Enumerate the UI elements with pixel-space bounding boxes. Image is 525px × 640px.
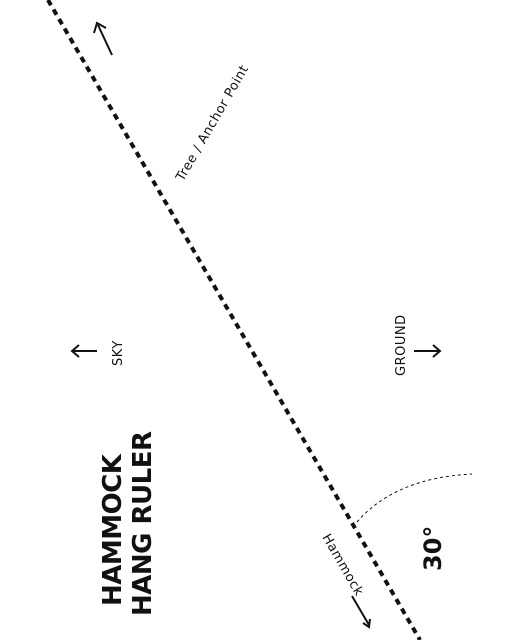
- anchor-label: Tree / Anchor Point: [173, 63, 252, 185]
- ground-label: GROUND: [394, 314, 409, 376]
- ruler-line: [46, 0, 422, 640]
- hammock-label: Hammock: [319, 532, 367, 599]
- ground-arrow-icon: [414, 344, 442, 358]
- anchor-arrow-icon: [93, 21, 113, 56]
- sky-arrow-icon: [70, 344, 97, 358]
- angle-arc: [356, 473, 473, 523]
- title-line-1: HAMMOCK: [98, 453, 128, 606]
- hammock-arrow-icon: [351, 595, 371, 629]
- angle-value: 30°: [419, 526, 447, 571]
- sky-label: SKY: [111, 340, 126, 366]
- title-line-2: HANG RULER: [128, 431, 158, 616]
